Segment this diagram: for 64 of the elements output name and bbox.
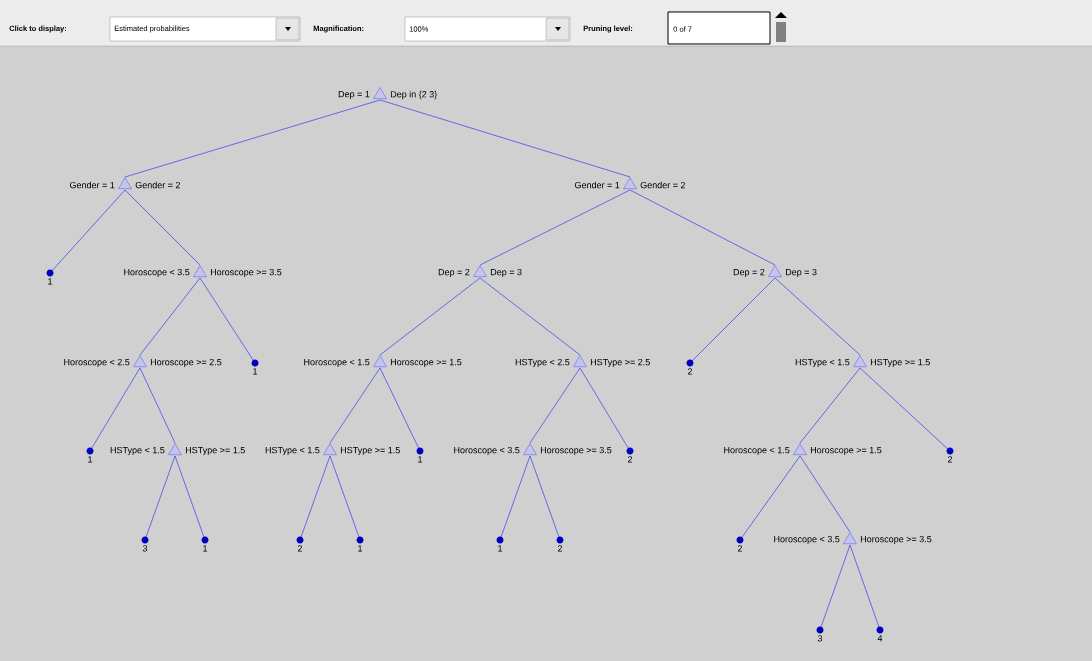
tree-branch: [379, 99, 631, 178]
split-label: Horoscope < 1.5: [724, 446, 790, 455]
split-label: Horoscope < 3.5: [454, 446, 520, 456]
split-label: Gender = 2: [135, 181, 180, 189]
split-label: Dep = 2: [733, 268, 765, 278]
tree-branch: [139, 367, 176, 444]
leaf-label: 1: [203, 545, 208, 552]
split-label: Dep = 2: [438, 268, 470, 278]
tree-branch: [139, 277, 201, 356]
tree-branch: [124, 189, 201, 266]
leaf-label: 1: [88, 456, 93, 463]
leaf-label: 2: [687, 368, 693, 375]
tree-branch: [739, 455, 801, 541]
split-label: HSType < 2.5: [515, 358, 570, 368]
tree-branch: [124, 99, 381, 178]
leaf-label: 1: [418, 456, 423, 463]
tree-branch: [529, 367, 581, 444]
leaf-label: 1: [48, 278, 53, 285]
split-label: Horoscope < 2.5: [64, 358, 130, 368]
leaf-label: 2: [557, 545, 563, 552]
split-label: HSType >= 1.5: [340, 446, 400, 456]
leaf-label: 2: [737, 545, 743, 552]
leaf-label: 1: [358, 545, 363, 552]
split-label: Gender = 1: [575, 181, 620, 189]
tree-branch: [329, 367, 381, 444]
leaf-label: 3: [142, 545, 148, 552]
tree-branch: [774, 277, 861, 356]
split-label: Horoscope >= 1.5: [390, 358, 462, 367]
tree-branch: [479, 277, 581, 356]
split-label: Dep = 3: [490, 268, 522, 278]
split-label: Horoscope >= 1.5: [810, 446, 882, 455]
split-label: HSType >= 1.5: [870, 358, 930, 368]
split-label: HSType >= 1.5: [185, 446, 245, 456]
split-label: HSType < 1.5: [265, 446, 320, 456]
leaf-label: 2: [947, 456, 953, 463]
split-label: HSType < 1.5: [110, 446, 165, 456]
split-label: Dep = 3: [785, 268, 817, 278]
split-label: Horoscope < 3.5: [124, 268, 190, 278]
split-label: Dep in {2 3}: [390, 90, 438, 100]
leaf-label: 2: [627, 456, 633, 463]
split-label: Gender = 1: [70, 181, 115, 189]
tree-branch: [629, 189, 776, 266]
split-label: HSType >= 2.5: [590, 358, 650, 368]
tree-branch: [799, 455, 851, 533]
leaf-label: 1: [498, 545, 503, 552]
split-label: Dep = 1: [338, 90, 370, 100]
leaf-label: 3: [817, 635, 823, 642]
split-label: Horoscope >= 2.5: [150, 358, 222, 368]
leaf-label: 1: [253, 368, 258, 375]
split-label: HSType < 1.5: [795, 358, 850, 368]
split-label: Horoscope < 1.5: [304, 358, 370, 367]
split-label: Horoscope >= 3.5: [540, 446, 612, 456]
split-label: Horoscope < 3.5: [774, 535, 840, 545]
split-label: Horoscope >= 3.5: [210, 268, 282, 278]
tree-branch: [379, 277, 481, 356]
leaf-label: 4: [877, 635, 883, 642]
leaf-label: 2: [297, 545, 303, 552]
split-label: Gender = 2: [640, 181, 685, 189]
tree-branch: [799, 367, 861, 444]
tree-branch: [689, 277, 776, 364]
tree-branch: [859, 367, 951, 452]
tree-branch: [49, 189, 126, 274]
split-label: Horoscope >= 3.5: [860, 535, 932, 545]
tree-branch: [479, 189, 631, 266]
